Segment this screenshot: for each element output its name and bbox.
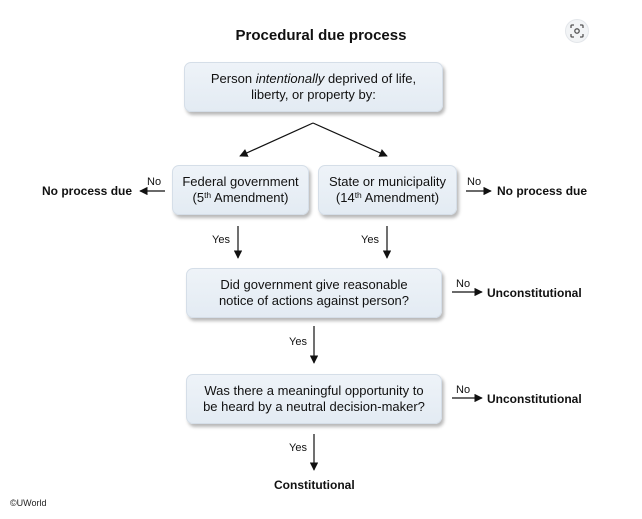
federal-line2-post: Amendment) [211,190,289,205]
hearing-yes-label: Yes [289,442,307,454]
copyright-notice: ©UWorld [10,498,47,508]
hearing-line2: be heard by a neutral decision-maker? [203,399,425,414]
scan-icon [570,24,584,38]
notice-unconstitutional: Unconstitutional [487,286,582,300]
federal-government-box: Federal government (5th Amendment) [172,165,309,215]
state-yes-label: Yes [361,234,379,246]
notice-no-label: No [456,278,471,290]
federal-line2-sup: th [204,190,212,200]
hearing-line1: Was there a meaningful opportunity to [204,383,424,398]
federal-line2-pre: (5 [192,190,205,205]
hearing-no-label: No [456,384,471,396]
state-line2-pre: (14 [335,190,355,205]
deprivation-box: Person intentionally deprived of life, l… [184,62,443,112]
deprivation-line2: liberty, or property by: [251,87,376,102]
state-municipality-box: State or municipality (14th Amendment) [318,165,457,215]
hearing-question-box: Was there a meaningful opportunity to be… [186,374,442,424]
federal-no-process-due: No process due [42,184,133,198]
hearing-unconstitutional: Unconstitutional [487,392,582,406]
notice-question-box: Did government give reasonable notice of… [186,268,442,318]
constitutional-outcome: Constitutional [274,478,355,492]
notice-line2: notice of actions against person? [218,293,410,308]
deprivation-line1-pre: Person [210,71,256,86]
deprivation-line1-post: deprived of life, [324,71,417,86]
state-line1: State or municipality [328,174,447,189]
federal-line1: Federal government [182,174,299,189]
notice-yes-label: Yes [289,336,307,348]
diagram-title: Procedural due process [235,27,407,44]
federal-yes-label: Yes [212,234,230,246]
federal-no-label: No [147,176,162,188]
state-line2-post: Amendment) [361,190,440,205]
arrow-top-to-federal [239,122,314,157]
state-no-process-due: No process due [497,184,588,198]
scan-button[interactable] [565,19,589,43]
state-no-label: No [467,176,482,188]
state-line2-sup: th [354,190,362,200]
deprivation-line1-em: intentionally [255,71,325,86]
notice-line1: Did government give reasonable [220,277,408,292]
arrow-top-to-state [312,122,388,157]
